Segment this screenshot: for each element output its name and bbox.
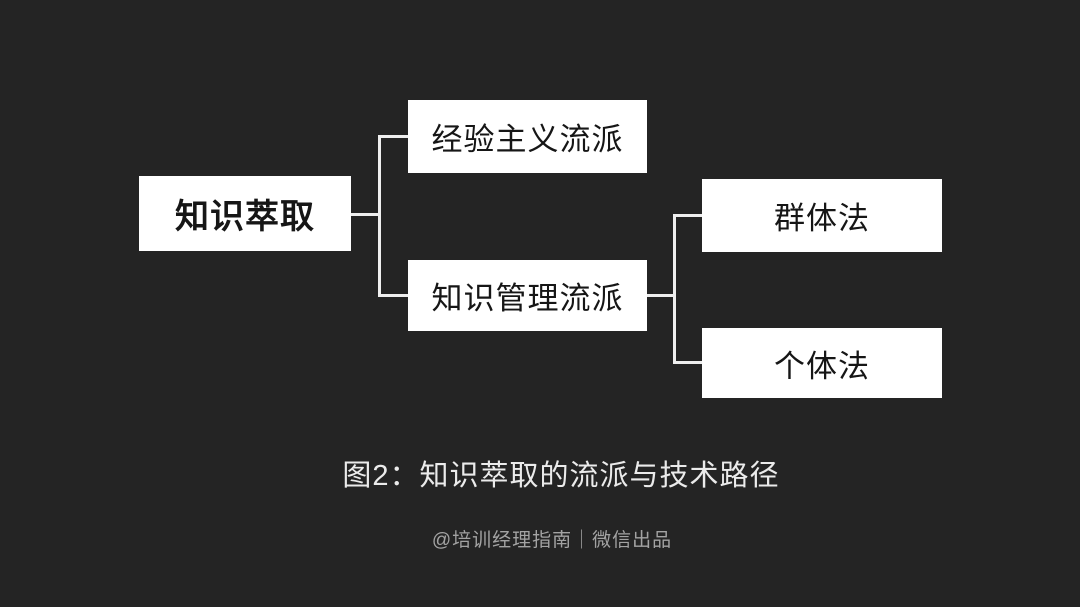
node-knowledge-extraction: 知识萃取	[139, 176, 351, 251]
node-knowledge-management-school: 知识管理流派	[408, 260, 647, 331]
node-label: 个体法	[774, 348, 870, 384]
node-label: 经验主义流派	[431, 122, 624, 157]
connector-root-to-trunk	[350, 213, 380, 216]
connector-km-to-trunk	[647, 294, 676, 297]
figure-caption: 图2：知识萃取的流派与技术路径	[342, 460, 780, 492]
credit-line: @培训经理指南｜微信出品	[431, 530, 673, 551]
node-label: 群体法	[774, 201, 870, 236]
connector-to-km-node	[380, 294, 408, 297]
connector-to-group-node	[675, 214, 702, 217]
connector-trunk-level2	[378, 135, 381, 297]
node-group-method: 群体法	[702, 179, 942, 252]
node-label: 知识管理流派	[431, 281, 624, 316]
connector-to-individual-node	[675, 361, 702, 364]
connector-to-empiricism-node	[380, 135, 408, 138]
connector-trunk-level3	[673, 214, 676, 364]
node-individual-method: 个体法	[702, 328, 942, 398]
node-label: 知识萃取	[175, 198, 315, 236]
node-empiricism-school: 经验主义流派	[408, 100, 647, 173]
